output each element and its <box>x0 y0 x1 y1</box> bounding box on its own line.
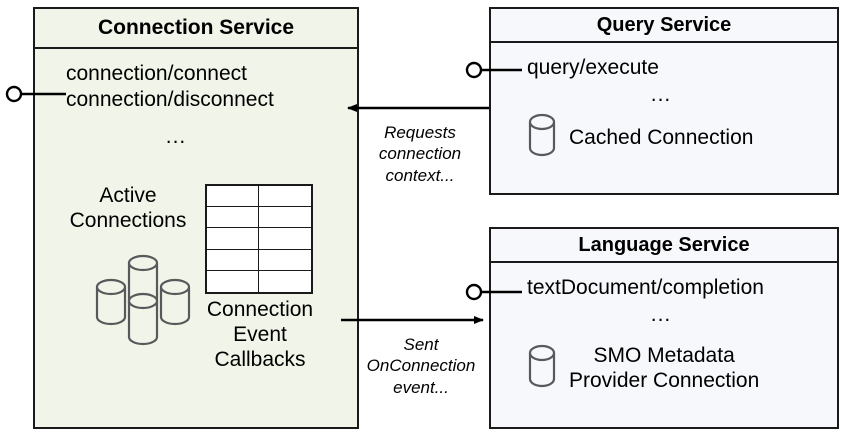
arrow-label-requests-connection-context: Requests connection context... <box>360 122 480 186</box>
active-connections-line1: Active <box>99 184 157 207</box>
smo-metadata-provider-row: SMO Metadata Provider Connection <box>527 343 759 393</box>
connection-service-title: Connection Service <box>35 9 357 49</box>
query-service-title: Query Service <box>491 9 837 43</box>
connection-event-callbacks-label: Connection Event Callbacks <box>187 297 333 373</box>
table-cell <box>207 207 259 229</box>
requests-line1: Requests <box>384 123 456 142</box>
sent-line3: event... <box>393 377 449 397</box>
endpoint-textdocument-completion: textDocument/completion <box>527 276 764 299</box>
language-service-body: textDocument/completion ... SMO Metadata… <box>491 263 837 427</box>
connection-service-endpoints: connection/connect connection/disconnect <box>66 61 274 112</box>
connection-service-ellipsis: ... <box>165 125 187 148</box>
endpoint-query-execute: query/execute <box>527 56 659 79</box>
connection-service-body: connection/connect connection/disconnect… <box>35 49 357 427</box>
query-service-ellipsis: ... <box>650 83 672 106</box>
connection-service-component[interactable]: Connection Service connection/connect co… <box>33 7 359 429</box>
sent-line2: OnConnection <box>366 356 476 376</box>
table-cell <box>207 228 259 250</box>
language-service-title: Language Service <box>491 229 837 263</box>
table-cell <box>259 250 311 271</box>
callbacks-line1: Connection <box>206 298 314 321</box>
query-service-body: query/execute ... Cached Connection <box>491 43 837 193</box>
endpoint-connection-connect: connection/connect <box>66 62 247 85</box>
table-cell <box>259 186 311 208</box>
active-connections-line2: Connections <box>69 209 187 233</box>
callbacks-line2: Event <box>233 323 287 347</box>
table-cell <box>259 207 311 229</box>
arrow-label-sent-onconnection-event: Sent OnConnection event... <box>360 334 482 398</box>
sent-line1: Sent <box>403 335 439 354</box>
language-service-component[interactable]: Language Service textDocument/completion… <box>489 227 839 429</box>
endpoint-connection-disconnect: connection/disconnect <box>66 87 274 111</box>
connection-event-callbacks-table <box>205 184 313 294</box>
database-cluster-icon <box>87 249 211 349</box>
language-service-ellipsis: ... <box>650 303 672 326</box>
smo-label-line1: SMO Metadata <box>593 344 735 367</box>
query-service-component[interactable]: Query Service query/execute ... Cached C… <box>489 7 839 195</box>
table-cell <box>207 186 259 208</box>
smo-metadata-provider-label: SMO Metadata Provider Connection <box>569 343 759 393</box>
table-cell <box>207 270 259 292</box>
active-connections-label: Active Connections <box>39 183 217 233</box>
database-cylinder-icon <box>527 113 557 162</box>
cached-connection-label: Cached Connection <box>569 125 754 149</box>
callbacks-line3: Callbacks <box>214 348 306 372</box>
cached-connection-row: Cached Connection <box>527 113 753 162</box>
table-cell <box>259 228 311 250</box>
table-cell <box>207 249 259 271</box>
smo-label-line2: Provider Connection <box>569 369 760 393</box>
requests-line3: context... <box>385 165 455 185</box>
requests-line2: connection <box>378 144 462 164</box>
database-cylinder-icon <box>527 344 557 393</box>
table-cell <box>259 271 311 292</box>
